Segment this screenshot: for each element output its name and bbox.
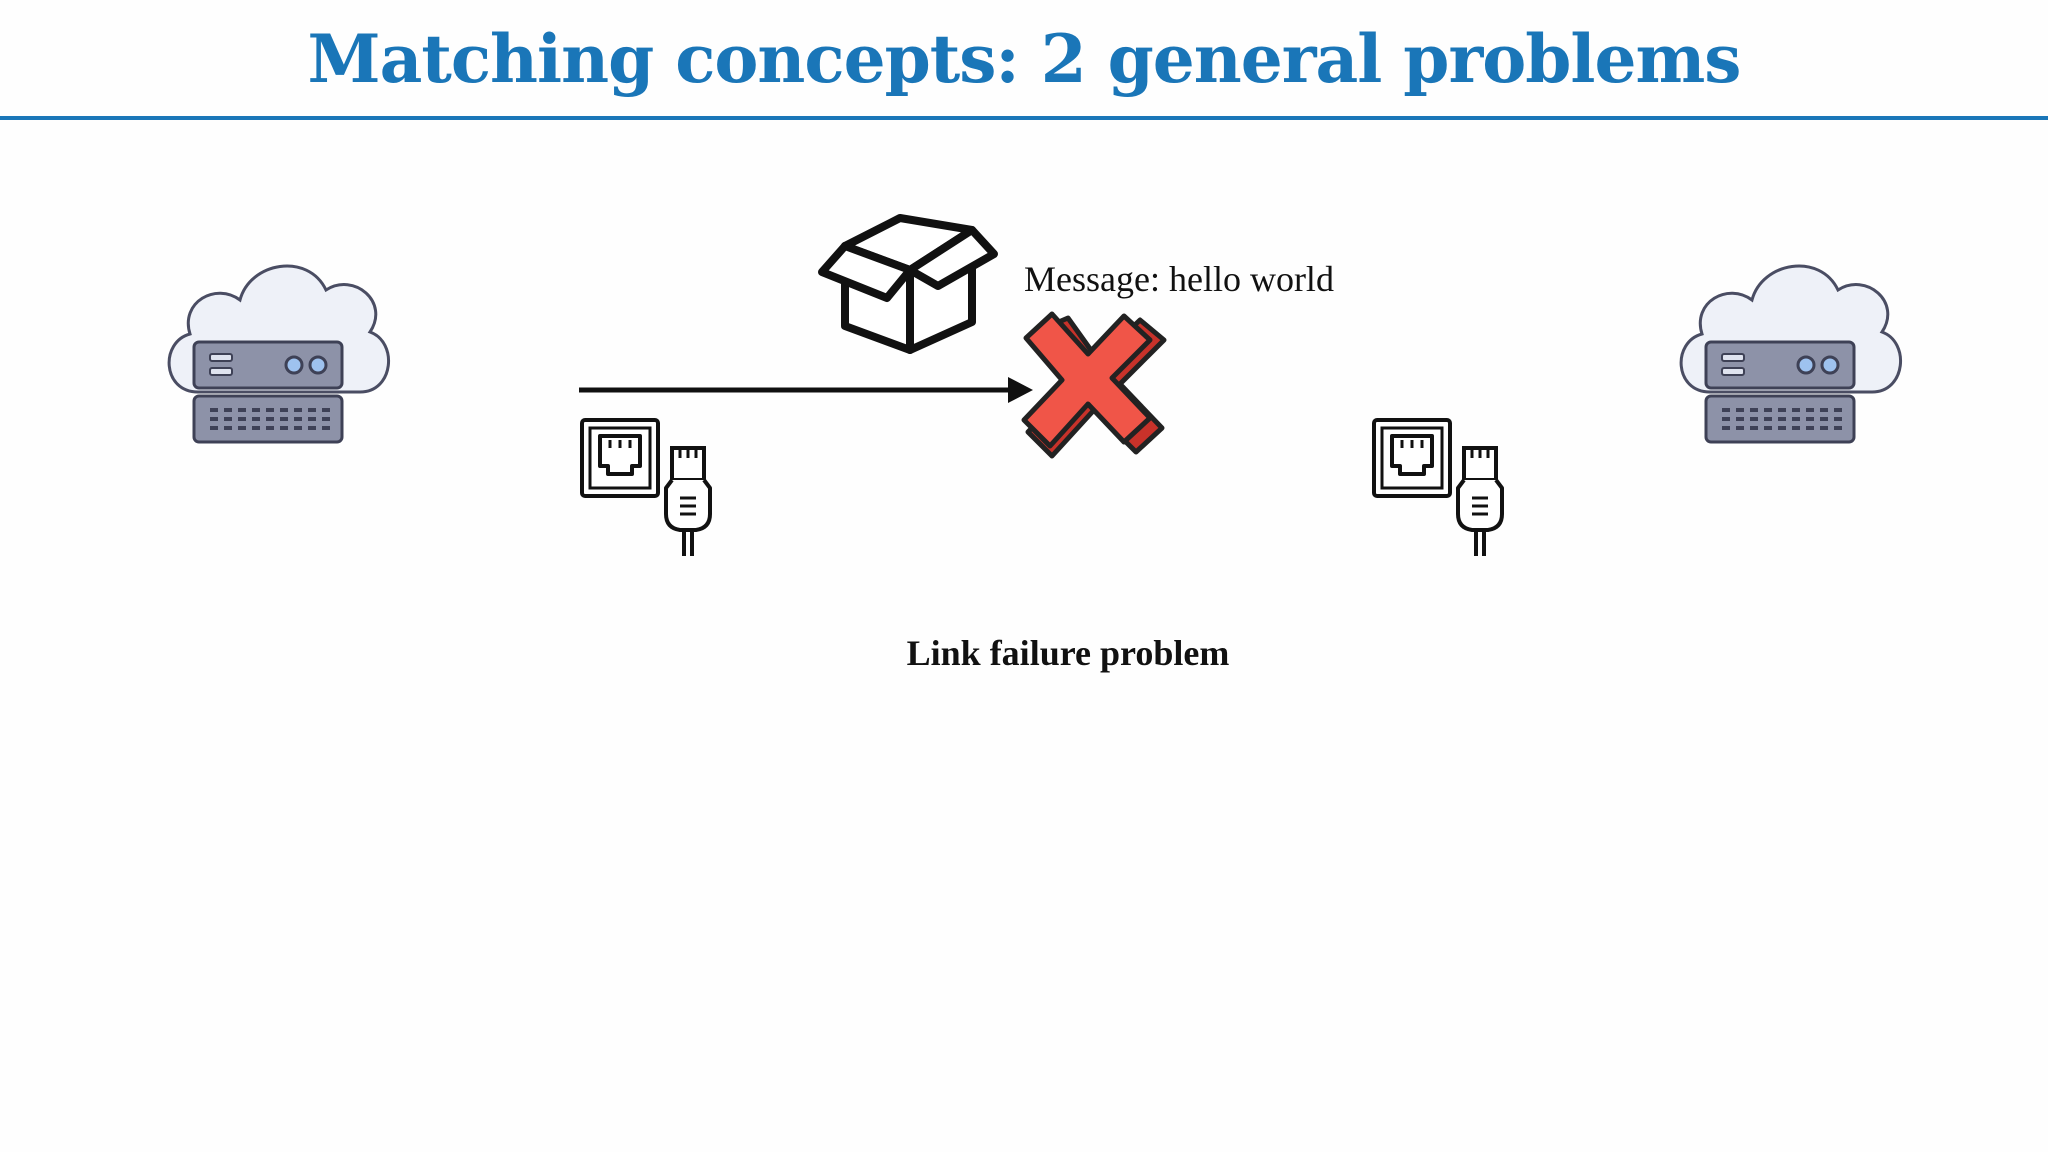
slide-title: Matching concepts: 2 general problems [307,20,1742,98]
failure-x-icon [1021,311,1167,459]
title-underline [0,116,2048,120]
link-arrow [579,377,1033,403]
left-ethernet-port-icon [580,418,712,558]
right-ethernet-port-icon [1372,418,1504,558]
diagram-caption: Link failure problem [906,633,1230,673]
left-cloud-server-icon [167,264,391,444]
packet-box-icon [818,214,998,354]
message-label: Message: hello world [1024,259,1334,299]
right-cloud-server-icon [1679,264,1903,444]
